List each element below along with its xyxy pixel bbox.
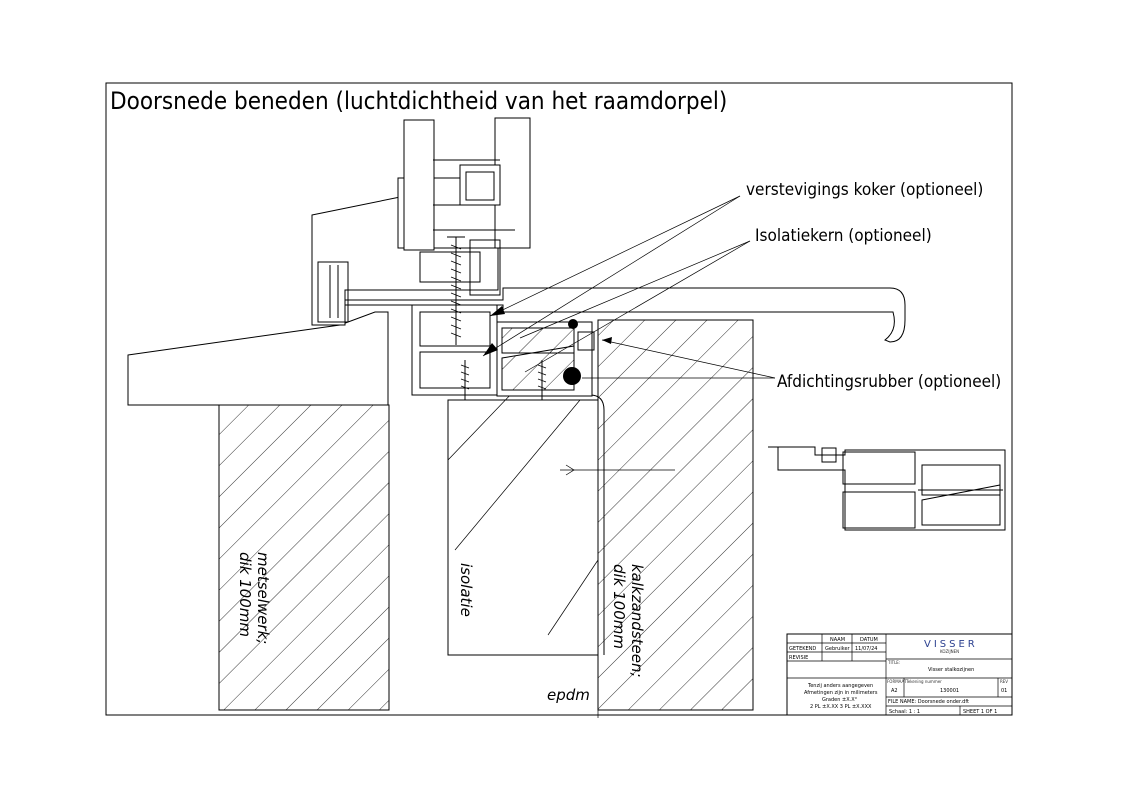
label-masonry-2: dik 100mm xyxy=(236,552,254,637)
tb-notes-1: Tenzij anders aangegeven xyxy=(807,683,873,689)
limestone-wall xyxy=(597,319,754,711)
tb-notes-2: Afmetingen zijn in milimeters xyxy=(804,690,878,696)
sealing-rubber-small xyxy=(568,319,578,329)
label-insulation: isolatie xyxy=(457,563,475,617)
frame-profile xyxy=(411,304,595,400)
threshold-plate xyxy=(344,287,906,343)
window-frame xyxy=(311,117,531,345)
tb-rev-label: REV xyxy=(1000,679,1008,684)
tb-size-value: A2 xyxy=(891,688,898,694)
tb-scale: Schaal: 1 : 1 xyxy=(889,709,920,715)
tb-drawn-date: 11/07/24 xyxy=(855,646,877,652)
tb-logo: VISSER xyxy=(924,639,978,650)
label-limestone-1: kalkzandsteen; xyxy=(628,564,646,678)
callout-sealing-rubber: Afdichtingsrubber (optioneel) xyxy=(777,372,1001,392)
tb-title-label: TITLE: xyxy=(887,660,900,665)
tb-drawing-no-label: Tekening nummer xyxy=(905,679,942,684)
tb-title-value: Visser stalkozijnen xyxy=(928,667,974,673)
tb-col-date: DATUM xyxy=(860,637,878,643)
tb-col-name: NAAM xyxy=(830,637,845,643)
title-block: NAAM DATUM GETEKEND Gebruiker 11/07/24 R… xyxy=(786,633,1013,716)
tb-row-drawn: GETEKEND xyxy=(789,646,816,652)
tb-logo-sub: KOZIJNEN xyxy=(940,649,959,654)
label-epdm: epdm xyxy=(547,686,590,704)
tb-file-name: FILE NAME: Doorsnede onder.dft xyxy=(888,699,969,705)
tb-row-revision: REVISIE xyxy=(789,655,808,661)
drawing-frame xyxy=(105,82,1013,716)
tb-notes-3: Graden ±X.X° xyxy=(822,697,858,703)
leader-lines xyxy=(482,195,776,379)
tb-sheet: SHEET 1 OF 1 xyxy=(963,709,997,715)
insulation-block xyxy=(447,399,599,656)
masonry-wall xyxy=(218,404,390,711)
window-sill xyxy=(127,311,389,406)
label-masonry-1: metselwerk; xyxy=(254,552,272,644)
sealing-rubber-large xyxy=(563,367,581,385)
drawing-title: Doorsnede beneden (luchtdichtheid van he… xyxy=(110,87,727,115)
label-limestone-2: dik 100mm xyxy=(610,564,628,649)
tb-drawn-name: Gebruiker xyxy=(825,646,851,652)
profile-detail xyxy=(768,446,1006,531)
tb-drawing-no-value: 130001 xyxy=(940,688,959,694)
tb-size-label: FORMAAT xyxy=(887,679,907,684)
callout-reinforcement: verstevigings koker (optioneel) xyxy=(746,180,983,200)
tb-notes-4: 2 PL ±X.XX 3 PL ±X.XXX xyxy=(810,704,872,710)
tb-rev-value: 01 xyxy=(1001,688,1007,694)
callout-insulation-core: Isolatiekern (optioneel) xyxy=(755,226,932,246)
